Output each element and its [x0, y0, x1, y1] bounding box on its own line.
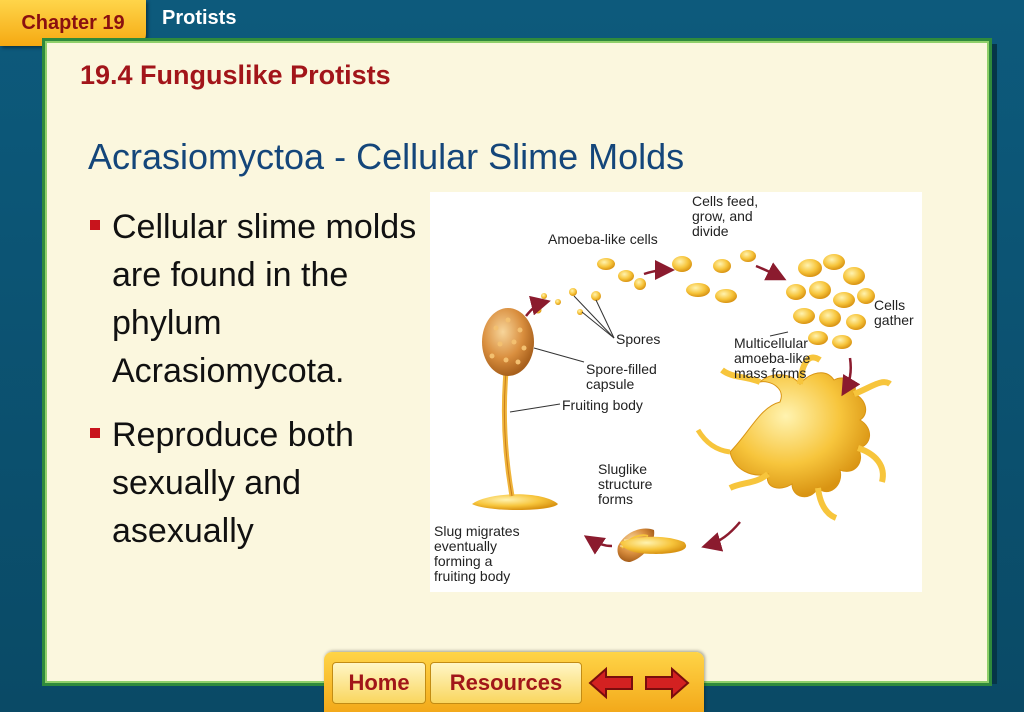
dividing-cells-group	[672, 250, 756, 303]
slime-mold-life-cycle-figure: Amoeba-like cells Cells feed, grow, and …	[430, 192, 922, 592]
label-fruiting-body: Fruiting body	[562, 397, 643, 413]
right-arrow-icon	[645, 666, 690, 700]
chapter-label: Chapter 19	[21, 11, 125, 34]
resources-button-label: Resources	[449, 670, 563, 695]
amoeba-cells-group	[597, 258, 646, 290]
label-spores: Spores	[616, 331, 661, 347]
navigation-bar: Home Resources	[324, 652, 704, 712]
fruiting-body	[472, 308, 558, 510]
slug-body	[620, 536, 687, 554]
bullet-marker-icon	[90, 220, 100, 230]
gathering-cells-group	[786, 254, 875, 349]
label-sluglike-structure: Sluglike structure forms	[598, 461, 653, 507]
life-cycle-illustration	[472, 250, 892, 562]
label-amoeba-like-cells: Amoeba-like cells	[548, 231, 658, 247]
bullet-item: Cellular slime molds are found in the ph…	[88, 203, 418, 395]
slide-title: Acrasiomyctoa - Cellular Slime Molds	[88, 136, 685, 177]
bullet-list: Cellular slime molds are found in the ph…	[88, 203, 418, 571]
label-slug-migrates: Slug migrates eventually forming a fruit…	[434, 523, 520, 584]
label-cells-feed: Cells feed, grow, and divide	[692, 193, 759, 239]
resources-button[interactable]: Resources	[430, 662, 582, 704]
bullet-text: Reproduce both sexually and asexually	[112, 416, 354, 550]
multicellular-mass	[695, 354, 892, 521]
bullet-marker-icon	[90, 428, 100, 438]
left-arrow-icon	[588, 666, 633, 700]
label-multicellular: Multicellular amoeba-like mass forms	[734, 335, 811, 381]
section-label: Protists	[162, 7, 237, 29]
bullet-item: Reproduce both sexually and asexually	[88, 411, 418, 555]
panel-shadow	[989, 44, 997, 684]
home-button-label: Home	[348, 670, 410, 695]
label-spore-filled-capsule: Spore-filled capsule	[586, 361, 657, 392]
label-cells-gather: Cells gather	[874, 297, 914, 328]
bullet-text: Cellular slime molds are found in the ph…	[112, 208, 417, 390]
next-slide-button[interactable]	[642, 664, 692, 702]
section-subtitle: 19.4 Funguslike Protists	[80, 60, 391, 90]
home-button[interactable]: Home	[332, 662, 426, 704]
previous-slide-button[interactable]	[586, 664, 636, 702]
